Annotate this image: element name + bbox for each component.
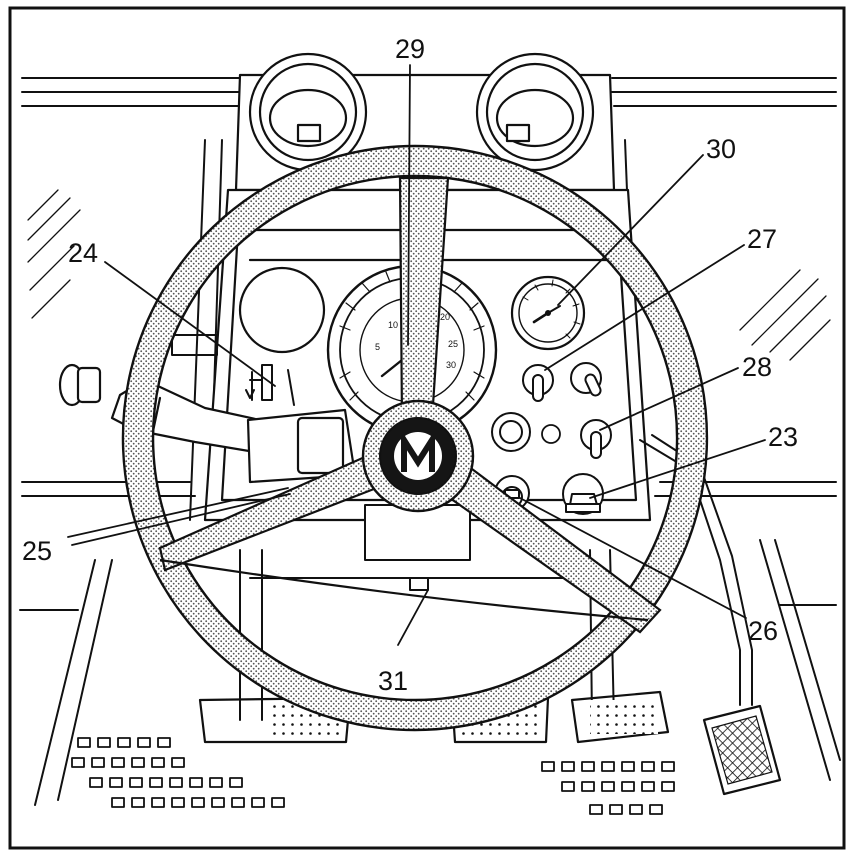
callout-27: 27 — [747, 224, 777, 254]
switch-23 — [562, 473, 604, 515]
air-vent-right — [475, 52, 595, 172]
lower-console — [239, 504, 615, 721]
callout-29: 29 — [395, 34, 425, 64]
callout-30: 30 — [706, 134, 736, 164]
callout-lines — [67, 64, 766, 646]
gauge-label-20: 20 — [440, 312, 450, 322]
round-knob — [491, 412, 531, 452]
pedal-brake-right — [570, 690, 670, 744]
callout-23: 23 — [768, 422, 798, 452]
blank-gauge — [238, 266, 326, 354]
toggle-switch-27 — [522, 364, 554, 402]
callout-26: 26 — [748, 616, 778, 646]
floor-grip-left — [71, 737, 285, 808]
light-switch-lever — [58, 363, 102, 407]
gauge-label-30: 30 — [446, 360, 456, 370]
gauge-label-5: 5 — [375, 342, 380, 352]
callout-24: 24 — [68, 238, 98, 268]
windshield-hatching — [27, 189, 831, 361]
indicator-lamp — [541, 424, 561, 444]
floor-grip-right — [541, 761, 675, 815]
callout-25: 25 — [22, 536, 52, 566]
callout-31: 31 — [378, 666, 408, 696]
gauge-label-10: 10 — [388, 320, 398, 330]
callout-28: 28 — [742, 352, 772, 382]
control-24 — [245, 364, 295, 406]
floor-panels — [19, 539, 841, 806]
air-vent-left — [248, 52, 368, 172]
accelerator-pedal — [702, 704, 782, 796]
left-bracket — [171, 334, 218, 356]
small-gauge — [510, 275, 586, 351]
steering-wheel — [121, 144, 709, 732]
gauge-label-25: 25 — [448, 339, 458, 349]
toggle-switch-top-right — [570, 362, 602, 397]
logo-emblem — [401, 429, 435, 472]
